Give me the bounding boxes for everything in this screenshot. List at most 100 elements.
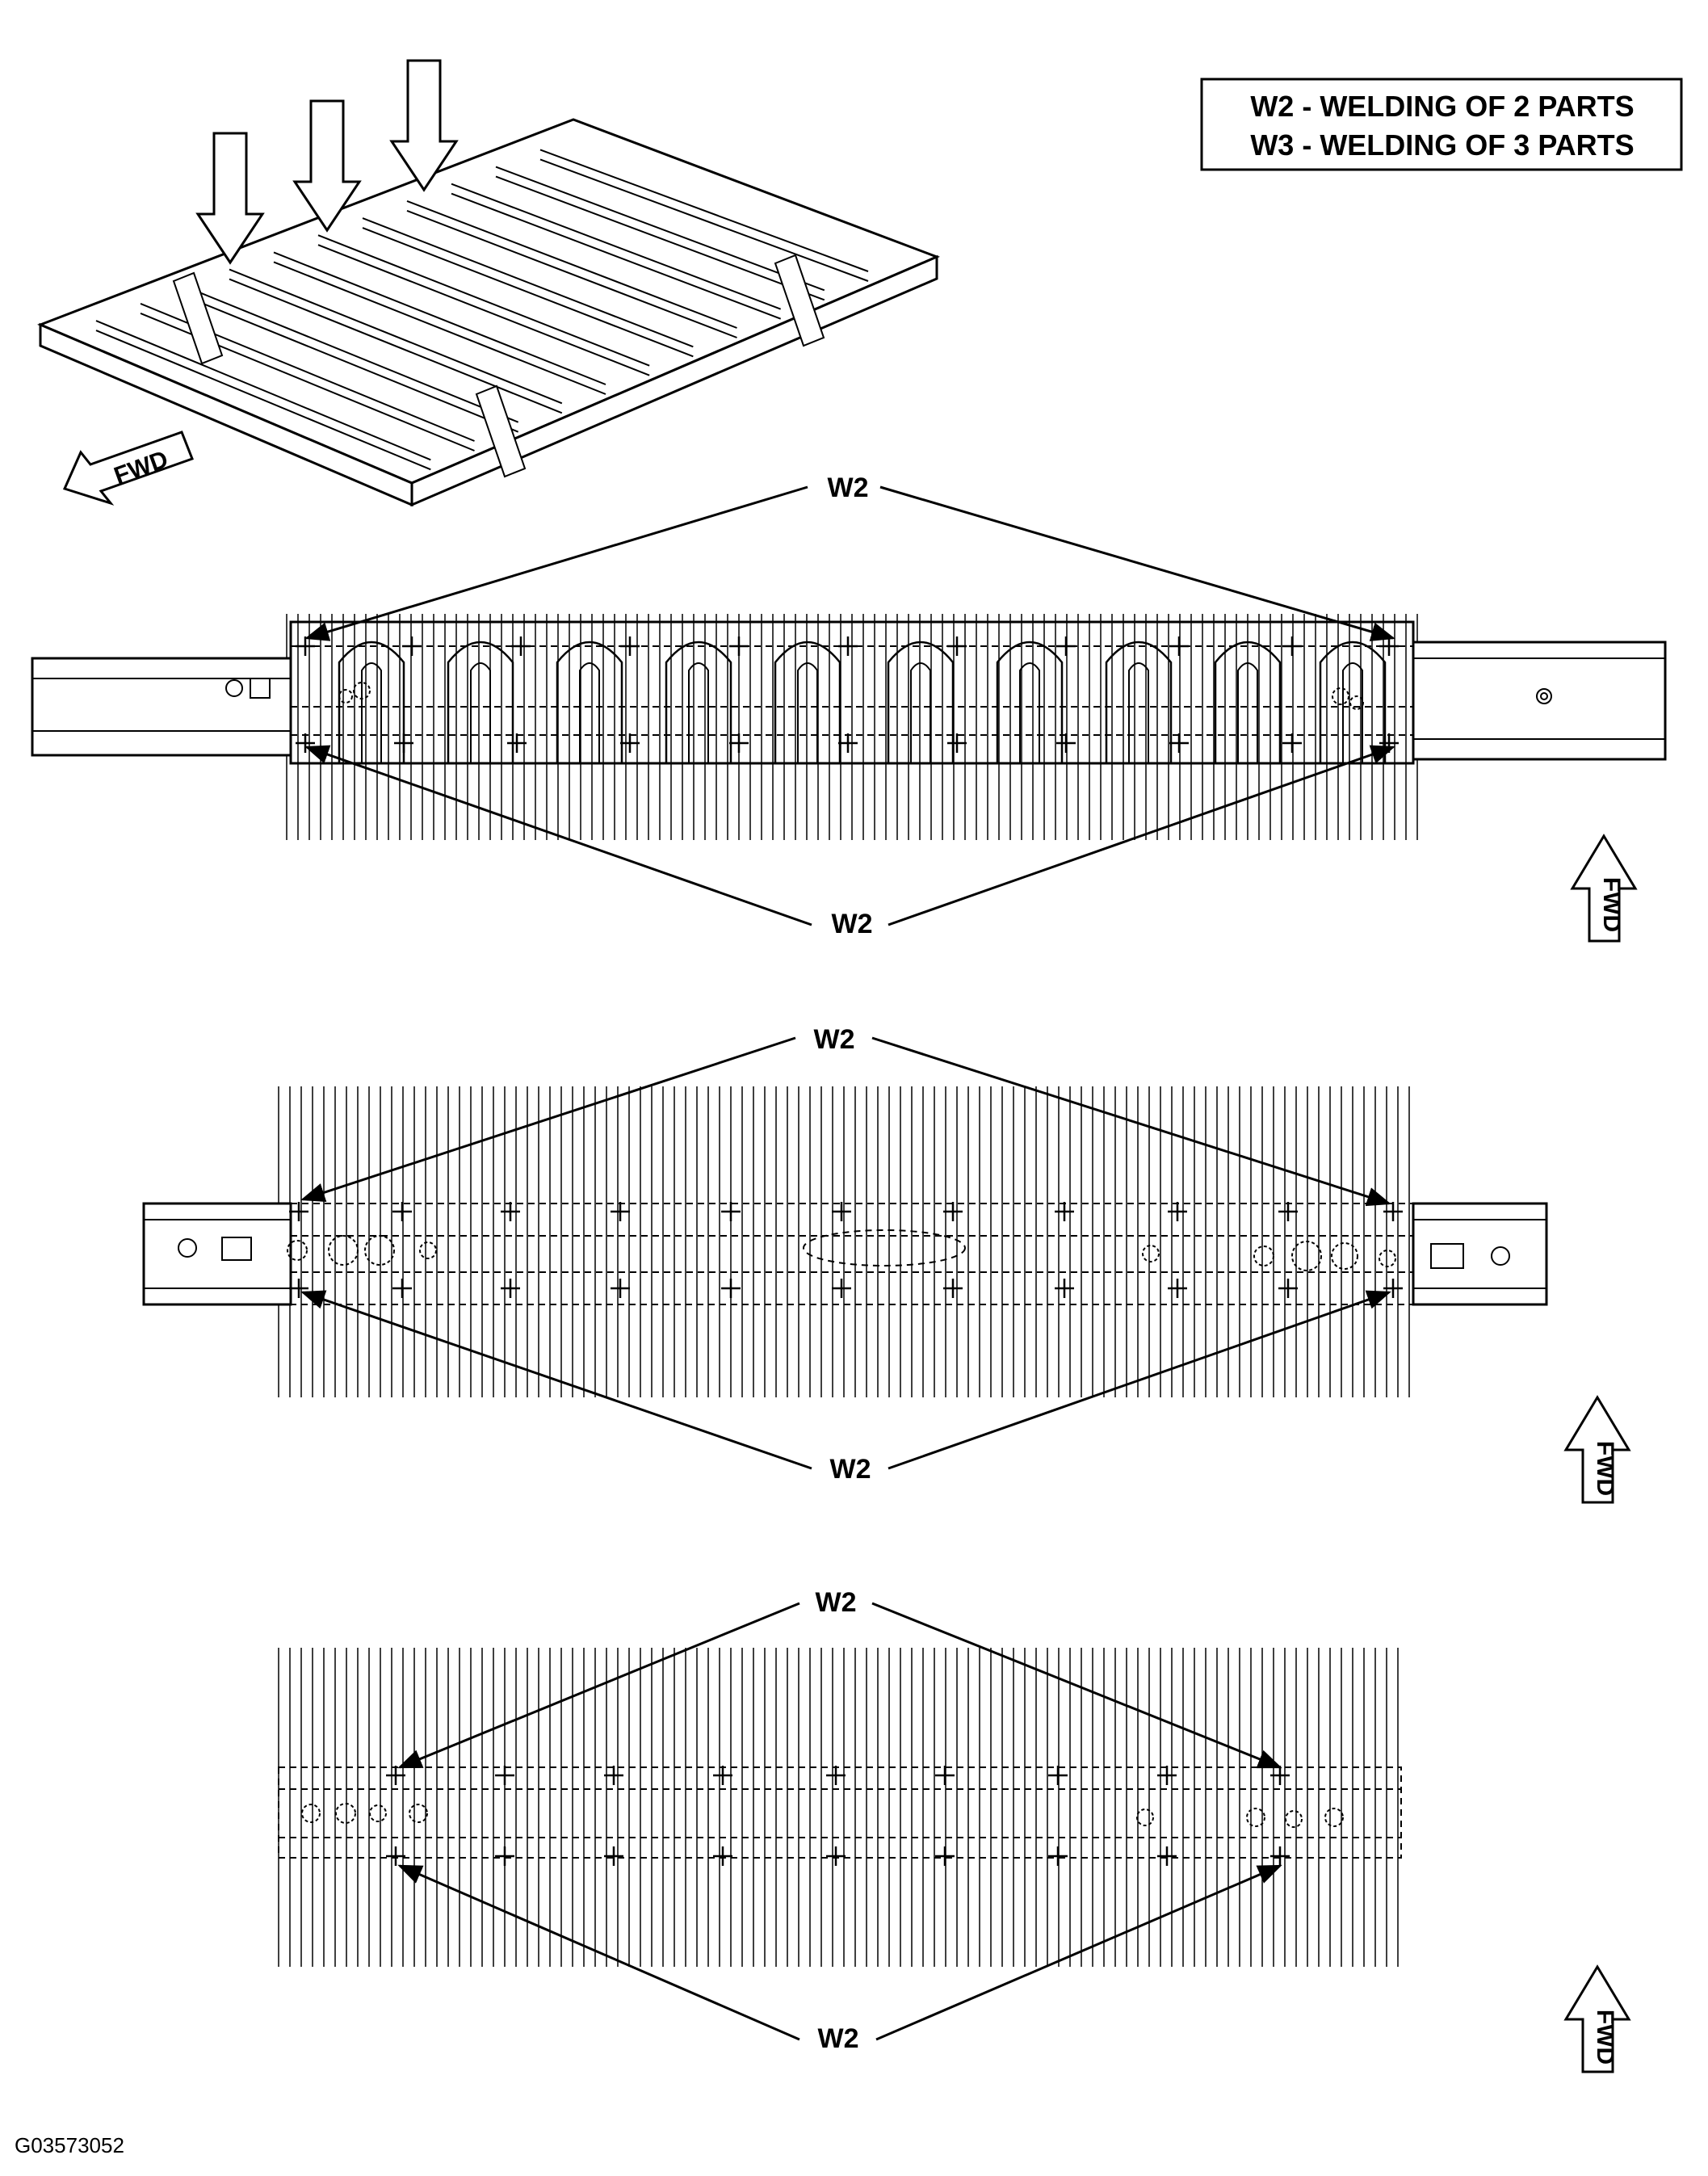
hole (1246, 1808, 1265, 1827)
weld-mark (402, 636, 422, 656)
hole (287, 1240, 308, 1261)
weld-label-bottom: W2 (832, 909, 873, 939)
weld-mark (1379, 636, 1399, 656)
weld-mark (713, 1846, 732, 1866)
weld-label-bottom: W2 (830, 1454, 871, 1485)
weld-mark (1048, 1766, 1068, 1785)
weld-mark (501, 1279, 520, 1298)
figure-id: G03573052 (15, 2133, 124, 2157)
weld-label-top: W2 (828, 473, 869, 503)
floor-slat-lines (278, 1648, 1399, 1967)
weld-mark (826, 1766, 846, 1785)
rib-line (317, 234, 650, 367)
hole (364, 1235, 395, 1266)
rib-slot (996, 641, 1064, 763)
weld-mark (1169, 733, 1189, 753)
weld-mark (1048, 1846, 1068, 1866)
rib-slot (665, 641, 732, 763)
holes (287, 1235, 1396, 1271)
weld-mark (392, 1202, 412, 1221)
rib-slot (1128, 662, 1149, 763)
rib-slot (1237, 662, 1258, 763)
rib-line (406, 209, 737, 338)
rib-line (229, 268, 563, 405)
rib-slot (556, 641, 623, 763)
rib-line (317, 244, 650, 376)
weld-marks-top (386, 1766, 1290, 1785)
weld-mark (947, 636, 967, 656)
hole (1142, 1245, 1160, 1262)
weld-mark (721, 1202, 741, 1221)
weld-mark (729, 733, 749, 753)
fwd-label: FWD (1592, 1441, 1618, 1496)
weld-mark (1157, 1766, 1177, 1785)
hole (1379, 1250, 1396, 1267)
weld-mark (392, 1279, 412, 1298)
weld-mark (943, 1279, 963, 1298)
hole (353, 682, 371, 699)
weld-mark (1168, 1202, 1187, 1221)
hole (1136, 1808, 1154, 1826)
rib-slot (1019, 662, 1040, 763)
rib-slot (447, 641, 514, 763)
rib-line (451, 192, 782, 320)
hole (335, 1803, 356, 1824)
weld-mark (1168, 1279, 1187, 1298)
weld-marks-bottom (386, 1846, 1290, 1866)
rib-line (95, 320, 431, 461)
down-arrow-icon (292, 99, 362, 233)
weld-mark (721, 1279, 741, 1298)
hole (338, 689, 353, 704)
weld-mark (386, 1846, 405, 1866)
rib-line (362, 217, 694, 348)
weld-mark (386, 1766, 405, 1785)
rib-slot (797, 662, 818, 763)
hole (1285, 1810, 1303, 1828)
hole (1349, 695, 1364, 710)
hole (1331, 1242, 1358, 1270)
rib-line (495, 166, 825, 292)
weld-mark (620, 733, 640, 753)
weld-marks-top (289, 1202, 1403, 1221)
weld-mark (826, 1846, 846, 1866)
weld-mark (1270, 1766, 1290, 1785)
rib-line (451, 183, 782, 310)
weld-mark (1056, 733, 1076, 753)
rib-slot (1319, 641, 1387, 763)
weld-mark (1055, 1202, 1074, 1221)
holes (301, 1803, 1344, 1828)
hole (409, 1804, 428, 1823)
rib-slots (338, 641, 1387, 763)
rib-slot (1342, 662, 1363, 763)
hole (369, 1804, 387, 1822)
rib-slot (338, 641, 405, 763)
rib-slot (887, 641, 955, 763)
rib-line (539, 149, 869, 272)
weld-mark (1278, 1202, 1298, 1221)
rib-line (273, 261, 606, 395)
crossmembers (172, 254, 825, 478)
weld-mark (604, 1766, 623, 1785)
rib-slot (688, 662, 709, 763)
weld-mark (729, 636, 749, 656)
rib-slot (1214, 641, 1282, 763)
weld-label-top: W2 (814, 1024, 855, 1055)
weld-mark (620, 636, 640, 656)
rib-line (406, 200, 737, 329)
weld-mark (1270, 1846, 1290, 1866)
weld-mark (1055, 1279, 1074, 1298)
weld-label-bottom: W2 (818, 2023, 859, 2054)
weld-mark (838, 636, 858, 656)
weld-mark (1383, 1279, 1403, 1298)
weld-mark (947, 733, 967, 753)
weld-mark (1282, 733, 1302, 753)
rib-line (273, 251, 606, 385)
rib-slot (910, 662, 931, 763)
rib-line (184, 285, 519, 423)
weld-mark (394, 733, 413, 753)
weld-mark (1169, 636, 1189, 656)
rib-slot (361, 662, 382, 763)
rib-slot (1105, 641, 1173, 763)
fwd-arrow-icon: FWD (1563, 1964, 1631, 2073)
